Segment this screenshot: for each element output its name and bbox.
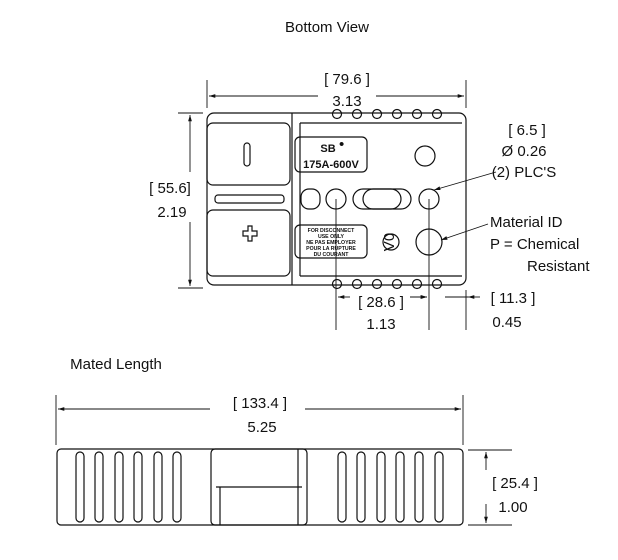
warning-line: DU COURANT bbox=[314, 252, 350, 258]
mated-view-title: Mated Length bbox=[70, 356, 162, 373]
warning-line: FOR DISCONNECT bbox=[308, 228, 356, 234]
material-id-line3: Resistant bbox=[527, 258, 590, 275]
warning-label-box bbox=[294, 224, 368, 259]
edge-offset-in: 0.45 bbox=[492, 314, 521, 331]
plc-dia-mm: [ 6.5 ] bbox=[508, 122, 546, 139]
material-id-line1: Material ID bbox=[490, 214, 563, 231]
warning-line: NE PAS EMPLOYER bbox=[306, 240, 356, 246]
bottom-view-title: Bottom View bbox=[285, 19, 369, 36]
mated-height-dimension: [ 25.4 ] 1.00 bbox=[468, 449, 538, 526]
length-mm: [ 133.4 ] bbox=[233, 395, 287, 412]
mated-connector-body bbox=[56, 448, 464, 526]
width-in: 3.13 bbox=[332, 93, 361, 110]
negative-terminal-icon bbox=[243, 142, 251, 167]
left-ribs bbox=[75, 451, 182, 523]
material-id-line2: P = Chemical bbox=[490, 236, 579, 253]
warning-line: USE ONLY bbox=[318, 234, 345, 240]
brand-text: SB bbox=[320, 143, 335, 155]
plc-count: (2) PLC'S bbox=[492, 164, 557, 181]
connector-bottom-body: SB • 175A-600V FOR DISCONNECT USE ONLY N… bbox=[206, 108, 467, 290]
bottom-bumps bbox=[331, 278, 443, 290]
hole-spacing-in: 1.13 bbox=[366, 316, 395, 333]
top-bumps bbox=[331, 108, 443, 120]
material-id-callout: Material ID P = Chemical Resistant bbox=[440, 214, 590, 275]
rating-label-box bbox=[294, 136, 368, 173]
rating-text: 175A-600V bbox=[303, 159, 359, 171]
mated-height-in: 1.00 bbox=[498, 499, 527, 516]
material-code: V0 bbox=[381, 233, 398, 251]
hole-spacing-dimension: [ 28.6 ] 1.13 bbox=[335, 199, 430, 333]
height-mm: [ 55.6] bbox=[149, 180, 191, 197]
length-in: 5.25 bbox=[247, 419, 276, 436]
height-dimension: [ 55.6] 2.19 bbox=[149, 112, 203, 289]
hole-spacing-mm: [ 28.6 ] bbox=[358, 294, 404, 311]
mated-length-dimension: [ 133.4 ] 5.25 bbox=[55, 395, 464, 445]
edge-offset-dimension: [ 11.3 ] 0.45 bbox=[410, 290, 535, 331]
width-dimension: [ 79.6 ] 3.13 bbox=[206, 71, 467, 110]
positive-terminal-icon bbox=[242, 225, 258, 242]
width-mm: [ 79.6 ] bbox=[324, 71, 370, 88]
right-ribs bbox=[337, 451, 444, 523]
edge-offset-mm: [ 11.3 ] bbox=[491, 290, 536, 307]
plc-dia-in: Ø 0.26 bbox=[501, 143, 546, 160]
mated-height-mm: [ 25.4 ] bbox=[492, 475, 538, 492]
brand-mark: • bbox=[339, 136, 344, 153]
warning-line: POUR LA RUPTURE bbox=[306, 246, 356, 252]
height-in: 2.19 bbox=[157, 204, 186, 221]
plc-callout: [ 6.5 ] Ø 0.26 (2) PLC'S bbox=[433, 122, 557, 191]
